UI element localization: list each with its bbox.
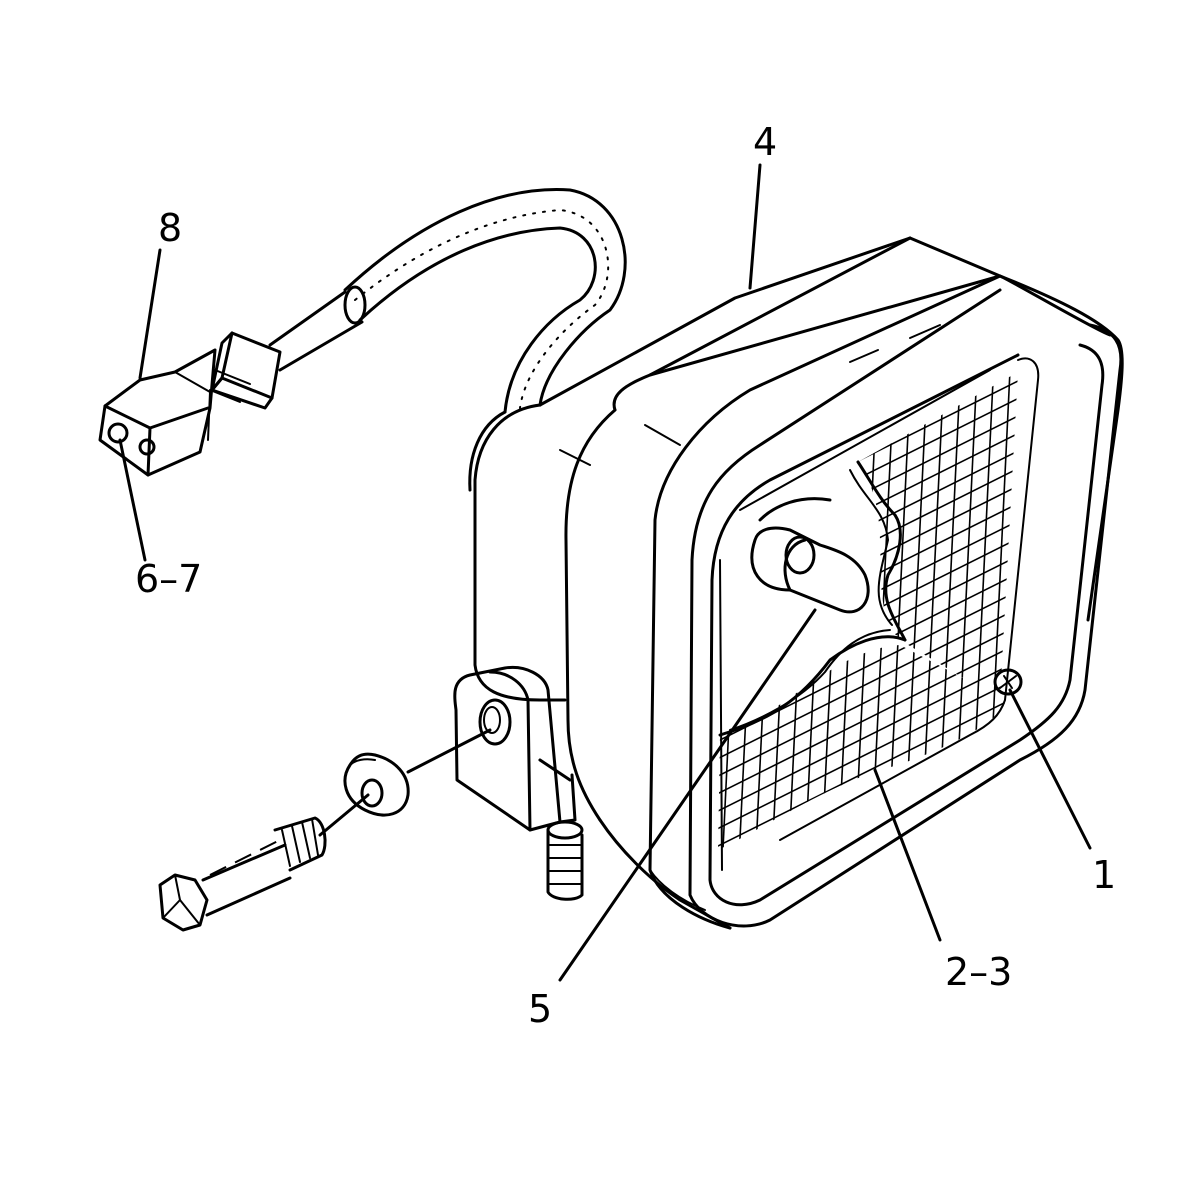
lens-grid-hline: [718, 719, 1018, 850]
lens-grid-vline: [984, 372, 1012, 850]
harness-cable: [268, 188, 627, 414]
lens-grid-hline: [718, 666, 1018, 839]
assembly-axis: [318, 728, 492, 837]
lamp-housing: [468, 236, 1124, 930]
retaining-screw: [993, 668, 1023, 696]
lens-grid-vline: [852, 372, 880, 850]
lens-grid-hline: [718, 736, 1018, 850]
callout-2-3: 2–3: [945, 950, 1012, 994]
bottom-stud: [546, 820, 584, 901]
lens-grid-hline: [718, 544, 1018, 716]
lens-grid-vline: [720, 372, 748, 850]
lens-grid-hline: [718, 701, 1018, 850]
leader-2-3: [873, 768, 942, 942]
washer: [343, 752, 410, 817]
lens-tear-edge: [718, 460, 907, 737]
callout-6-7: 6–7: [135, 557, 202, 601]
lens-grid-hline: [700, 860, 1040, 1030]
leader-6-7: [118, 438, 147, 562]
lens-grid-vline: [737, 372, 764, 850]
connector-plug: [98, 331, 282, 477]
lens-grid-hline: [718, 614, 1018, 786]
connector-socket-icon: [107, 422, 129, 444]
callout-4: 4: [753, 120, 777, 164]
lens-grid-vline: [718, 372, 731, 850]
lens-grid: [700, 372, 1040, 1083]
leader-4: [748, 163, 762, 290]
leader-lines: [118, 163, 1092, 982]
leader-5: [558, 608, 817, 982]
lens-grid-hline: [718, 421, 1018, 594]
lens-grid-hline: [718, 439, 1018, 611]
lens-grid-vline: [1017, 372, 1018, 850]
lens-grid-hline: [700, 913, 1040, 1083]
lens-grid-hline: [718, 509, 1018, 681]
lens-grid-hline: [718, 789, 1018, 850]
lens-grid-vline: [1001, 372, 1018, 850]
leader-8: [138, 248, 162, 380]
lens-grid-hline: [718, 684, 1018, 850]
callout-1: 1: [1092, 853, 1116, 897]
lens-grid-hline: [718, 631, 1018, 804]
mounting-bracket: [453, 665, 577, 832]
bulb: [750, 497, 870, 614]
leader-1: [1008, 688, 1092, 850]
lens-grid-vline: [770, 372, 797, 850]
bolt: [158, 816, 327, 932]
lens-grid-vline: [753, 372, 781, 850]
callout-8: 8: [158, 206, 182, 250]
lens-grid-vline: [819, 372, 847, 850]
lens-grid-hline: [718, 596, 1018, 769]
lens-grid-hline: [718, 491, 1018, 664]
lens-grid-hline: [718, 561, 1018, 734]
callout-5: 5: [528, 987, 552, 1031]
lens-grid-hline: [718, 649, 1018, 821]
